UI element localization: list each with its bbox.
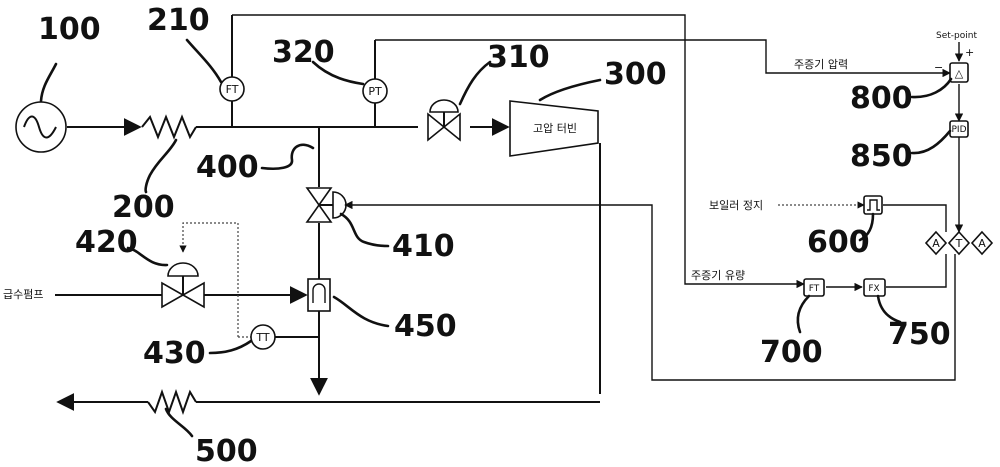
bypass-valve-410: 410 (307, 188, 455, 264)
spray-valve-420: 420 (75, 223, 238, 337)
setpoint-label: Set-point (936, 31, 977, 41)
reheater-500: 500 (58, 392, 600, 467)
main-steam-flow-label: 주증기 유량 (691, 269, 745, 282)
main-steam-pressure-label: 주증기 압력 (794, 58, 848, 71)
flow-transmitter-210: FT 210 (147, 3, 244, 127)
ref-200: 200 (112, 190, 175, 225)
source-100: 100 (16, 12, 101, 152)
ft-label: FT (226, 83, 239, 96)
pid-controller-850: PID 850 (850, 121, 968, 174)
ref-430: 430 (143, 336, 206, 371)
selector-t: T (955, 237, 963, 250)
ref-600: 600 (807, 225, 870, 260)
pressure-transmitter-320: PT 320 (272, 35, 387, 127)
ref-410: 410 (392, 229, 455, 264)
selector-block: A T A (926, 232, 992, 254)
feed-pump-label: 급수펌프 (3, 288, 43, 301)
selector-a-right: A (978, 237, 986, 250)
ref-420: 420 (75, 225, 138, 260)
turbine-label: 고압 터빈 (533, 122, 577, 135)
ref-450: 450 (394, 309, 457, 344)
ref-850: 850 (850, 139, 913, 174)
tt-label: TT (255, 331, 270, 344)
ref-300: 300 (604, 57, 667, 92)
boiler-stop-label: 보일러 정지 (709, 198, 763, 212)
ref-210: 210 (147, 3, 210, 38)
plus-sign: + (965, 46, 974, 59)
fx-block-750: FX 750 (864, 279, 951, 352)
superheater-200: 200 (112, 140, 176, 225)
ref-310: 310 (487, 40, 550, 75)
selector-a-left: A (932, 237, 940, 250)
ref-700: 700 (760, 335, 823, 370)
pt-label: PT (368, 85, 382, 98)
ref-750: 750 (888, 317, 951, 352)
ref-800: 800 (850, 81, 913, 116)
flow-block-label: FT (809, 284, 820, 294)
ref-320: 320 (272, 35, 335, 70)
desuperheater-450: 450 (308, 279, 457, 344)
ref-500: 500 (195, 434, 258, 467)
flow-block-700: FT 700 (760, 279, 824, 370)
ref-100: 100 (38, 12, 101, 47)
delta-symbol: △ (955, 67, 964, 80)
hp-turbine-300: 고압 터빈 300 (510, 57, 667, 394)
minus-sign: − (934, 61, 943, 74)
fx-label: FX (868, 284, 879, 294)
feedwater-line: 급수펌프 (3, 288, 306, 301)
ref-400: 400 (196, 150, 259, 185)
temperature-transmitter-430: TT 430 (143, 325, 319, 371)
pid-label: PID (951, 125, 966, 135)
